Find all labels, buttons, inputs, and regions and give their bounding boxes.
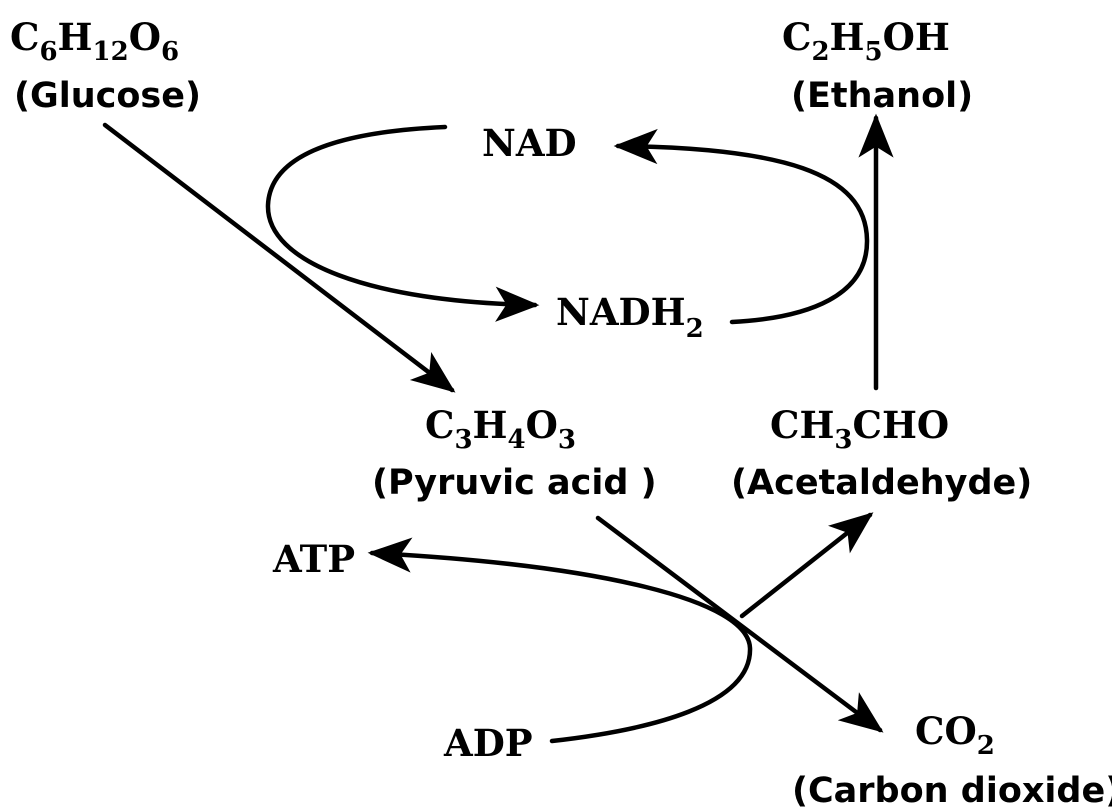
co2-name: (Carbon dioxide) (792, 771, 1112, 810)
arc-adp-to-atp (367, 537, 753, 744)
formula-subscript: 3 (454, 425, 472, 455)
ethanol-name: (Ethanol) (791, 76, 973, 116)
formula-element: C (782, 15, 811, 59)
formula-subscript: 5 (865, 37, 883, 67)
formula-subscript: 6 (161, 37, 179, 67)
adp-label: ADP (443, 721, 533, 765)
formula-element: H (58, 15, 93, 59)
formula-element: O (526, 403, 558, 447)
acetaldehyde-formula-text: CH3CHO (770, 403, 949, 455)
formula-element: CO (915, 709, 977, 753)
formula-subscript: 4 (508, 425, 526, 455)
acetaldehyde-name: (Acetaldehyde) (731, 463, 1032, 503)
formula-subscript: 6 (39, 37, 57, 67)
formula-subscript: 12 (93, 37, 129, 67)
formula-element: OH (883, 15, 950, 59)
formula-subscript: 3 (558, 425, 576, 455)
glucose-formula-text: C6H12O6 (10, 15, 179, 67)
formula-subscript: 3 (834, 425, 852, 455)
pyruvic-formula-text: C3H4O3 (425, 403, 576, 455)
formula-subscript: 2 (811, 37, 829, 67)
arrow-branch-to-acetaldehyde (739, 512, 874, 619)
formula-element: CHO (853, 403, 950, 447)
formula-subscript: 2 (977, 731, 995, 761)
arc-nadh2-to-nad (613, 128, 870, 325)
arrow-glucose-to-pyruvic (102, 122, 456, 393)
glucose-name: (Glucose) (14, 76, 201, 116)
co2-formula-text: CO2 (915, 709, 995, 761)
nadh2-label: NADH2 (556, 290, 704, 344)
atp-label: ATP (272, 537, 355, 581)
formula-element: C (10, 15, 39, 59)
formula-element: H (830, 15, 865, 59)
arc-nad-to-nadh2 (265, 124, 540, 322)
formula-element: C (425, 403, 454, 447)
pyruvic-name: (Pyruvic acid ) (372, 463, 657, 503)
formula-element: H (473, 403, 508, 447)
formula-element: O (129, 15, 161, 59)
ethanol-formula-text: C2H5OH (782, 15, 950, 67)
nad-label: NAD (482, 121, 577, 165)
formula-element: CH (770, 403, 834, 447)
